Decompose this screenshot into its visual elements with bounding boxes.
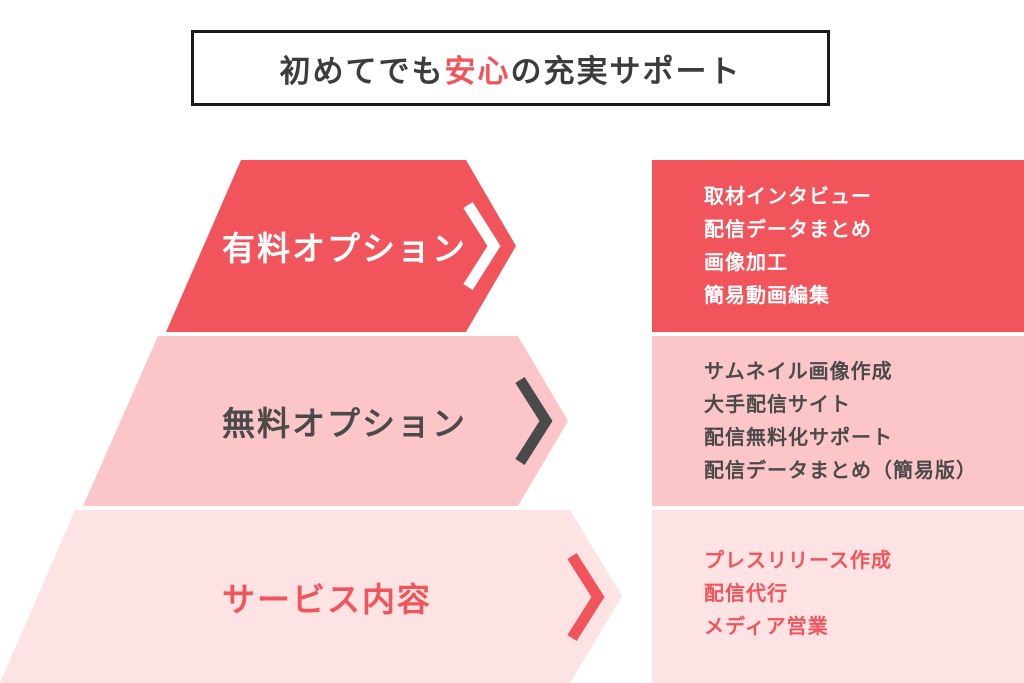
tier-service-shape	[0, 510, 622, 683]
panel-service-contents: プレスリリース作成 配信代行 メディア営業	[652, 510, 1024, 683]
tier-paid-options: 有料オプション	[166, 160, 516, 332]
panel-service-list: プレスリリース作成 配信代行 メディア営業	[704, 544, 1024, 643]
tier-free-polygon	[83, 336, 568, 506]
list-item: 配信代行	[704, 581, 788, 605]
title-suffix: の充実サポート	[510, 53, 742, 90]
tier-free-shape	[83, 336, 568, 506]
chevron-right-icon	[515, 377, 553, 465]
page-title: 初めてでも安心の充実サポート	[191, 30, 830, 106]
list-item: 配信データまとめ（簡易版）	[704, 458, 977, 482]
tier-service-polygon	[0, 510, 622, 683]
list-item: 取材インタビュー	[704, 184, 872, 208]
list-item: 大手配信サイト	[704, 392, 851, 416]
chevron-right-icon	[567, 553, 605, 641]
list-item: サムネイル画像作成	[704, 359, 893, 383]
panel-free-options: サムネイル画像作成 大手配信サイト 配信無料化サポート 配信データまとめ（簡易版…	[652, 336, 1024, 506]
chevron-right-icon	[463, 202, 501, 290]
tier-paid-polygon	[166, 160, 516, 332]
tier-paid-label: 有料オプション	[222, 229, 467, 268]
list-item: 配信無料化サポート	[704, 425, 893, 449]
tier-service-contents: サービス内容	[0, 510, 622, 683]
panel-paid-options: 取材インタビュー 配信データまとめ 画像加工 簡易動画編集	[652, 160, 1024, 332]
panel-free-list: サムネイル画像作成 大手配信サイト 配信無料化サポート 配信データまとめ（簡易版…	[704, 355, 1024, 487]
tier-service-label: サービス内容	[222, 579, 432, 619]
list-item: プレスリリース作成	[704, 548, 892, 572]
title-accent: 安心	[444, 53, 511, 90]
tier-free-label: 無料オプション	[222, 404, 467, 443]
title-prefix: 初めてでも	[279, 53, 445, 90]
tier-free-options: 無料オプション	[83, 336, 568, 506]
list-item: 簡易動画編集	[704, 283, 830, 307]
list-item: メディア営業	[704, 614, 829, 638]
panel-paid-list: 取材インタビュー 配信データまとめ 画像加工 簡易動画編集	[704, 180, 1024, 312]
list-item: 画像加工	[704, 250, 788, 274]
list-item: 配信データまとめ	[704, 217, 872, 241]
tier-paid-shape	[166, 160, 516, 332]
